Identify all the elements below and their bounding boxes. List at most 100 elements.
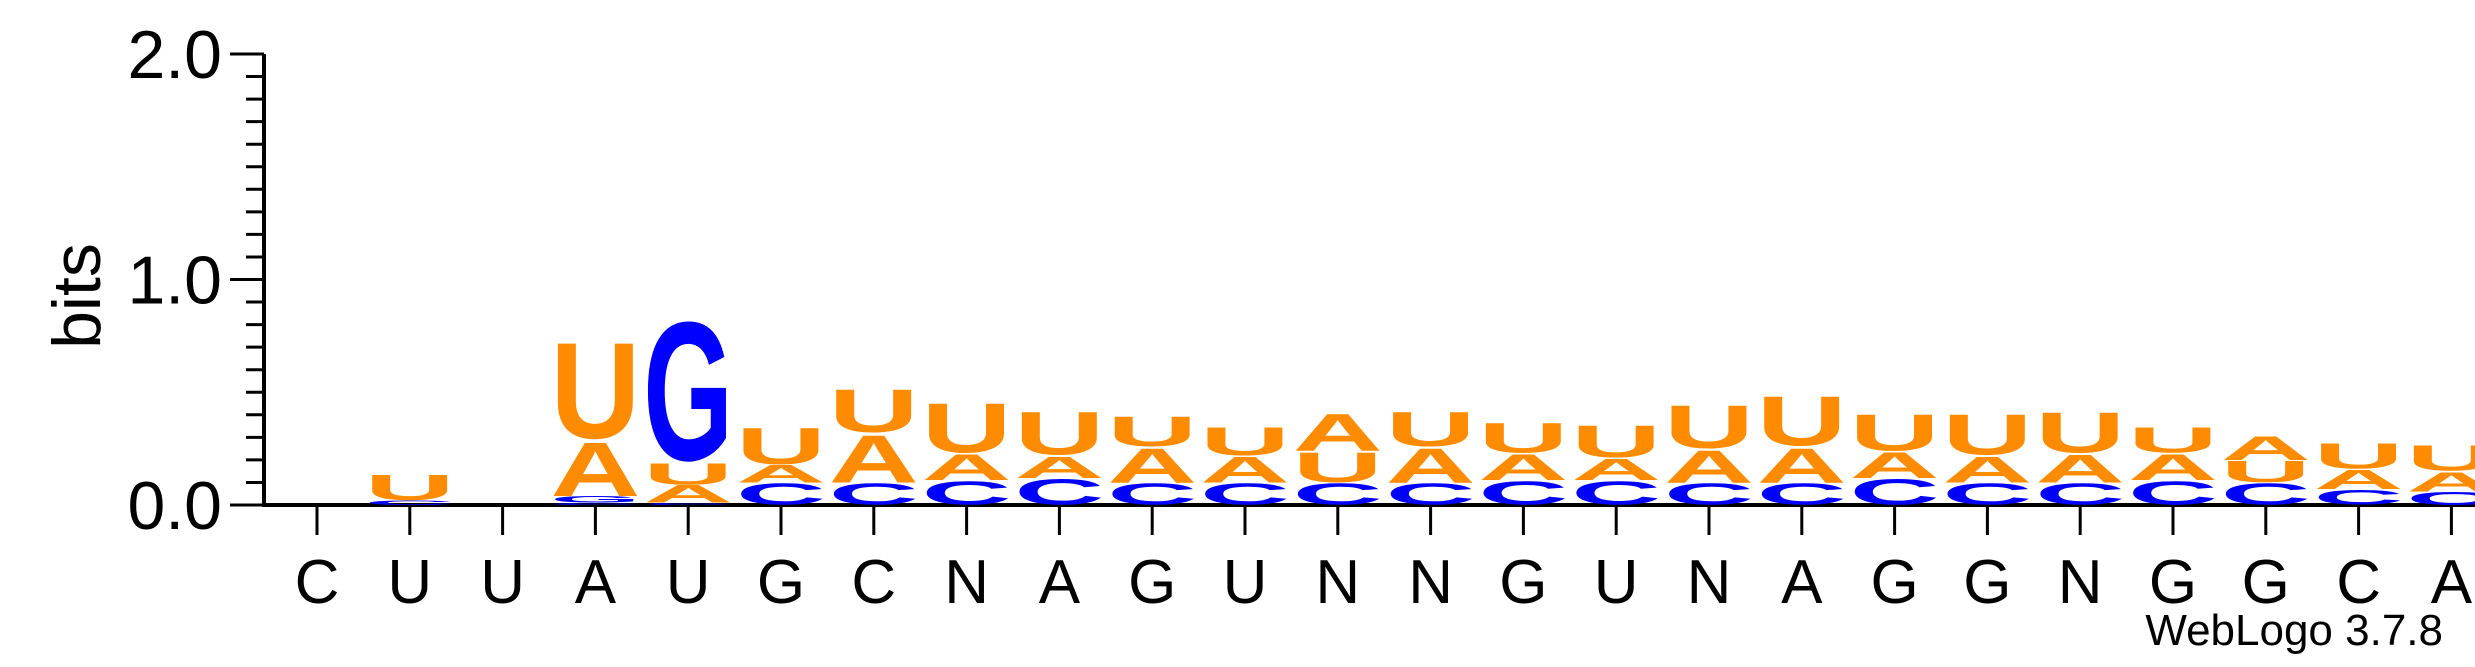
consensus-label-10: G: [1128, 548, 1176, 617]
letter-U-pos19: U: [1942, 402, 2032, 467]
consensus-label-2: U: [387, 548, 432, 617]
letter-C-pos18: C: [1850, 472, 1940, 513]
letter-C-pos6: C: [736, 477, 826, 511]
letter-C-pos15: C: [1571, 474, 1661, 511]
letter-C-pos10: C: [1107, 477, 1197, 511]
letter-A-pos24: A: [2406, 466, 2475, 497]
letter-C-pos20: C: [2035, 477, 2125, 511]
y-tick-label: 1.0: [127, 243, 222, 319]
consensus-label-24: A: [2431, 548, 2473, 617]
consensus-label-5: U: [666, 548, 711, 617]
letter-A-pos4: A: [550, 426, 640, 513]
letter-U-pos13: U: [1386, 402, 1476, 457]
consensus-label-12: N: [1315, 548, 1360, 617]
y-axis-label: bits: [39, 243, 115, 349]
letter-A-pos16: A: [1664, 440, 1754, 492]
letter-U-pos18: U: [1850, 404, 1940, 462]
letter-U-pos2: U: [365, 467, 455, 508]
letter-U-pos20: U: [2035, 400, 2125, 465]
letter-C-pos9: C: [1014, 472, 1104, 513]
letter-U-pos21: U: [2128, 420, 2218, 461]
letter-C-pos13: C: [1386, 477, 1476, 511]
letter-U-pos10: U: [1107, 407, 1197, 455]
consensus-label-22: G: [2242, 548, 2290, 617]
letter-C-pos12: C: [1293, 477, 1383, 511]
consensus-label-19: G: [1963, 548, 2011, 617]
y-tick-label: 2.0: [127, 17, 222, 93]
letter-A-pos12: A: [1293, 404, 1383, 463]
letter-U-pos17: U: [1757, 382, 1847, 460]
consensus-label-3: U: [480, 548, 525, 617]
consensus-label-11: U: [1223, 548, 1268, 617]
letter-C-pos4: C: [550, 502, 640, 505]
consensus-label-23: C: [2336, 548, 2381, 617]
consensus-label-18: G: [1870, 548, 1918, 617]
consensus-label-9: A: [1039, 548, 1081, 617]
letter-A-pos20: A: [2035, 446, 2125, 491]
letter-C-pos21: C: [2128, 474, 2218, 511]
letter-U-pos6: U: [736, 418, 826, 476]
letter-U-pos24: U: [2406, 438, 2475, 479]
letter-U-pos9: U: [1014, 399, 1104, 467]
consensus-label-16: N: [1687, 548, 1732, 617]
weblogo-credit: WebLogo 3.7.8: [2145, 606, 2443, 655]
letter-A-pos23: A: [2314, 464, 2404, 495]
letter-C-pos16: C: [1664, 477, 1754, 511]
letter-G-pos5: G: [643, 281, 733, 502]
letter-A-pos21: A: [2128, 447, 2218, 488]
consensus-label-8: N: [944, 548, 989, 617]
letter-C-pos19: C: [1942, 477, 2032, 511]
letter-C-pos22: C: [2221, 477, 2311, 511]
letter-C-pos17: C: [1757, 477, 1847, 511]
consensus-label-7: C: [851, 548, 896, 617]
letter-U-pos12: U: [1293, 443, 1383, 491]
letter-A-pos22: A: [2221, 429, 2311, 467]
consensus-label-21: G: [2149, 548, 2197, 617]
letter-U-pos15: U: [1571, 416, 1661, 467]
letter-U-pos22: U: [2221, 455, 2311, 489]
letter-A-pos19: A: [1942, 449, 2032, 490]
letter-A-pos11: A: [1200, 449, 1290, 490]
letter-C-pos5: C: [643, 502, 733, 505]
letter-U-pos5: U: [643, 457, 733, 491]
letter-U-pos8: U: [922, 389, 1012, 467]
letter-A-pos5: A: [643, 481, 733, 509]
letter-A-pos10: A: [1107, 438, 1197, 493]
y-tick-label: 0.0: [127, 468, 222, 544]
letter-G-pos4: G: [550, 495, 640, 505]
consensus-label-15: U: [1594, 548, 1639, 617]
letter-A-pos6: A: [736, 460, 826, 488]
letter-A-pos14: A: [1478, 447, 1568, 488]
letter-C-pos23: C: [2314, 485, 2404, 509]
letter-C-pos7: C: [829, 477, 919, 511]
letter-U-pos7: U: [829, 377, 919, 445]
letter-U-pos23: U: [2314, 436, 2404, 477]
consensus-label-4: A: [575, 548, 617, 617]
consensus-label-6: G: [757, 548, 805, 617]
axis-layer: 0.0 1.0 2.0: [127, 17, 2475, 544]
letter-C-pos11: C: [1200, 477, 1290, 511]
letter-A-pos7: A: [829, 421, 919, 497]
consensus-label-20: N: [2058, 548, 2103, 617]
letter-U-pos16: U: [1664, 393, 1754, 461]
letter-A-pos8: A: [922, 447, 1012, 488]
consensus-label-13: N: [1408, 548, 1453, 617]
letter-U-pos4: U: [550, 313, 640, 467]
consensus-label-14: G: [1499, 548, 1547, 617]
letter-A-pos17: A: [1757, 438, 1847, 493]
letter-U-pos14: U: [1478, 414, 1568, 462]
letter-C-pos14: C: [1478, 474, 1568, 511]
letter-A-pos9: A: [1014, 450, 1104, 484]
letter-A-pos15: A: [1571, 453, 1661, 487]
letter-U-pos11: U: [1200, 419, 1290, 464]
consensus-label-1: C: [295, 548, 340, 617]
consensus-label-17: A: [1781, 548, 1823, 617]
letter-C-pos24: C: [2406, 488, 2475, 509]
letter-A-pos13: A: [1386, 438, 1476, 493]
letter-A-pos18: A: [1850, 445, 1940, 486]
letter-C-pos8: C: [922, 474, 1012, 511]
letter-C-pos2: C: [365, 499, 455, 506]
